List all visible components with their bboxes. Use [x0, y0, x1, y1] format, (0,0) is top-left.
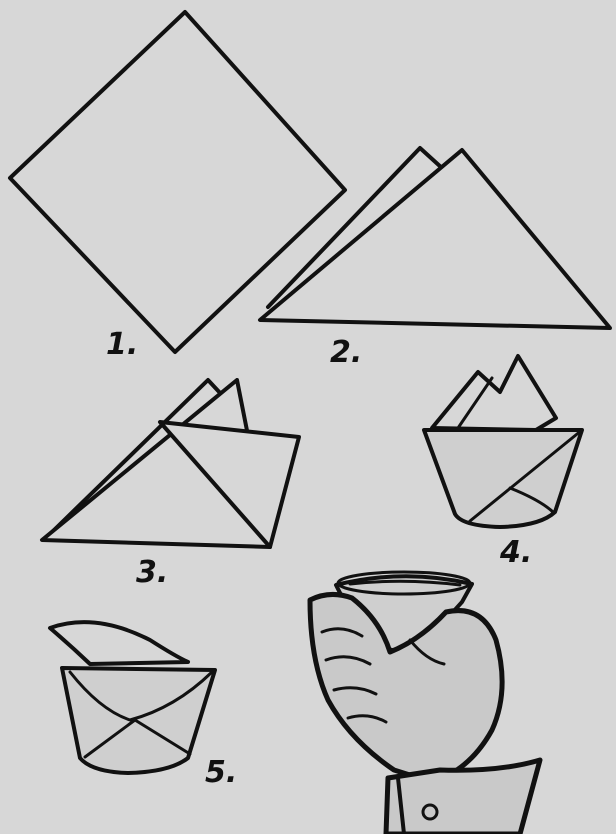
hand-holding-cup-illustration: [310, 572, 540, 834]
step-1-label: 1.: [106, 327, 138, 362]
step-5-label: 5.: [205, 755, 237, 790]
step-4-label: 4.: [499, 535, 532, 570]
step-3-corner-fold: [42, 380, 299, 547]
step-5-finished-cup: [50, 622, 215, 773]
step-2-label: 2.: [330, 335, 362, 370]
step-3-label: 3.: [136, 555, 168, 590]
step-4-cup-shape: [424, 356, 582, 527]
